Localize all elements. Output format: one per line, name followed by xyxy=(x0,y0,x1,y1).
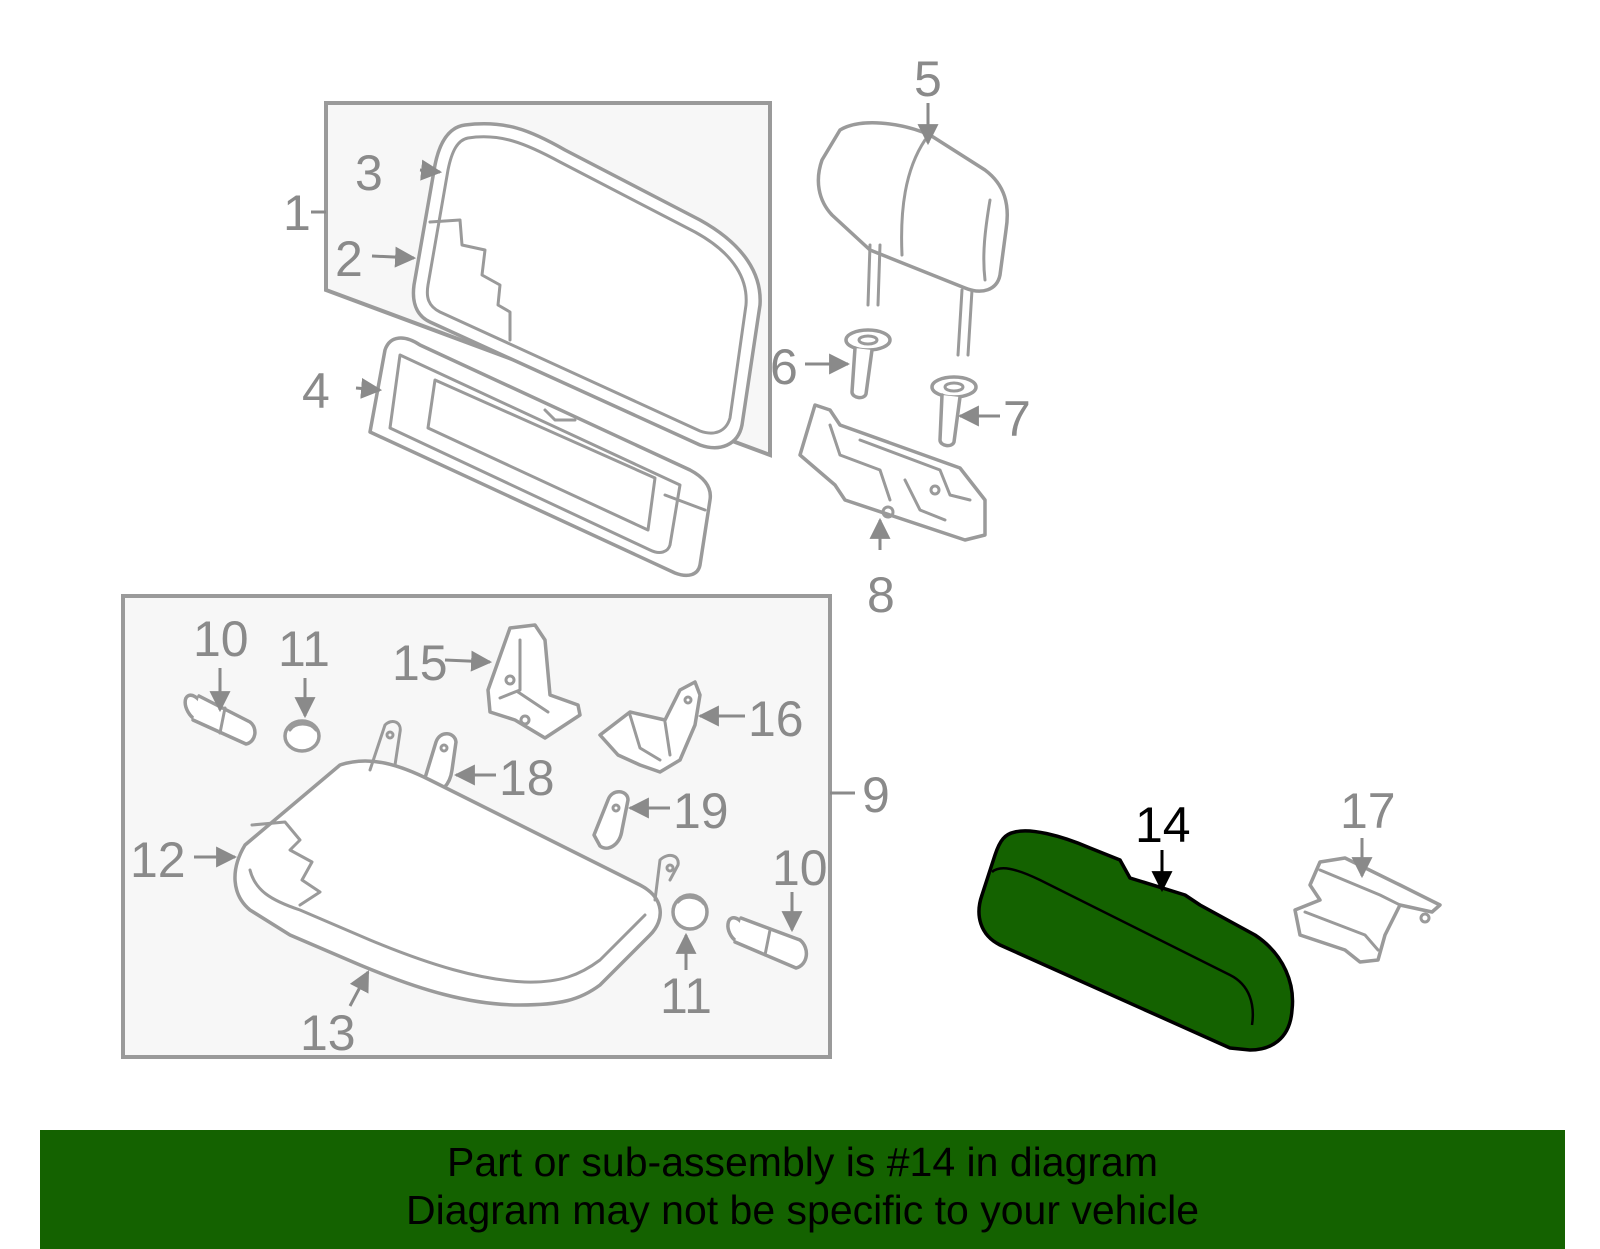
callout-7: 7 xyxy=(1003,391,1031,447)
callout-19: 19 xyxy=(673,783,729,839)
cap-11-right xyxy=(671,893,709,931)
bolt-10-right xyxy=(726,915,809,970)
callout-10-right: 10 xyxy=(772,840,828,896)
callout-12: 12 xyxy=(130,832,186,888)
banner-line-1: Part or sub-assembly is #14 in diagram xyxy=(447,1139,1158,1185)
callout-8: 8 xyxy=(867,567,895,623)
bracket-16-part xyxy=(598,680,702,774)
headrest-part xyxy=(816,121,1010,357)
cap-11-left xyxy=(283,719,321,753)
callout-16: 16 xyxy=(748,691,804,747)
seat-cushion-part xyxy=(233,720,680,1007)
seatback-bracket-part xyxy=(798,403,987,542)
bolt-10-left xyxy=(183,693,257,746)
callout-3: 3 xyxy=(355,145,383,201)
headrest-guide-6 xyxy=(844,328,892,400)
callout-13: 13 xyxy=(300,1005,356,1061)
bracket-15-part xyxy=(486,623,582,740)
seatback-frame-part xyxy=(368,336,713,578)
callout-11-right: 11 xyxy=(660,968,712,1024)
banner-line-2: Diagram may not be specific to your vehi… xyxy=(405,1187,1199,1233)
hinge-17-part xyxy=(1293,856,1442,964)
callout-9: 9 xyxy=(862,767,890,823)
callout-1: 1 xyxy=(283,185,311,241)
callout-5: 5 xyxy=(914,51,942,107)
callout-15: 15 xyxy=(392,635,448,691)
callout-14: 14 xyxy=(1135,797,1191,853)
hook-19-part xyxy=(592,790,630,850)
armrest-part-highlighted xyxy=(977,829,1295,1052)
callout-6: 6 xyxy=(770,339,798,395)
callout-18: 18 xyxy=(499,750,555,806)
callout-2: 2 xyxy=(335,231,363,287)
callout-17: 17 xyxy=(1340,783,1396,839)
info-banner: Part or sub-assembly is #14 in diagram D… xyxy=(40,1130,1565,1249)
headrest-guide-7 xyxy=(930,375,978,448)
callout-11-left: 11 xyxy=(278,621,330,677)
callout-10-left: 10 xyxy=(193,611,249,667)
callout-4: 4 xyxy=(302,363,330,419)
